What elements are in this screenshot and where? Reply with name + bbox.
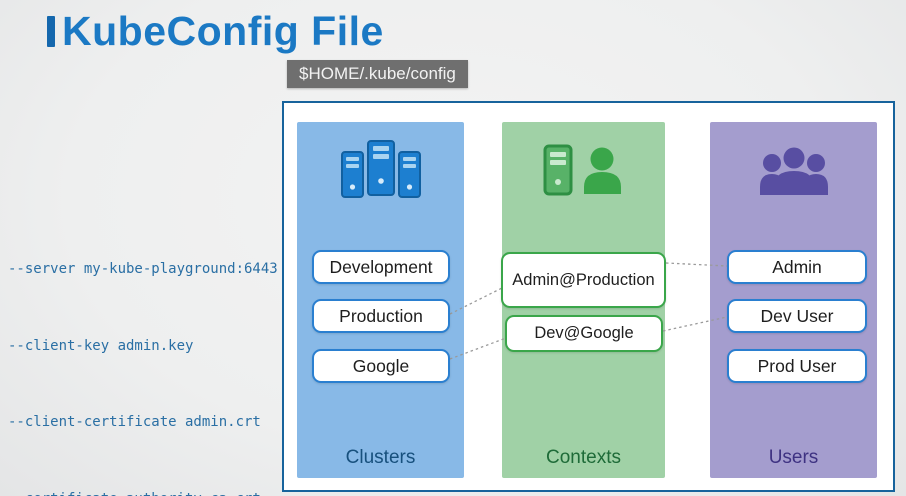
context-node-dev-google: Dev@Google [505,315,663,352]
users-column-label: Users [768,447,819,468]
cluster-node-development: Development [312,250,450,284]
cluster-node-google: Google [312,349,450,383]
clusters-column-label: Clusters [345,447,416,468]
cli-flag-client-certificate: --client-certificate admin.crt [8,414,261,430]
users-group-icon [710,146,877,198]
title-row: KubeConfig File [47,8,384,54]
cli-flags-block: --server my-kube-playground:6443 --clien… [8,206,278,496]
cli-flag-certificate-authority: --certificate-authority ca.crt [8,487,278,496]
title-accent-bar-icon [47,15,55,47]
user-node-admin: Admin [727,250,867,284]
user-node-dev-user: Dev User [727,299,867,333]
clusters-column: Clusters [297,122,464,478]
cli-flag-server: --server my-kube-playground:6443 [8,261,278,277]
cluster-node-production: Production [312,299,450,333]
page-title: KubeConfig File [62,8,384,54]
user-node-prod-user: Prod User [727,349,867,383]
kubeconfig-path-badge: $HOME/.kube/config [287,60,468,88]
server-cluster-icon [297,139,464,201]
contexts-column-label: Contexts [546,447,621,468]
server-user-icon [502,144,665,198]
context-node-admin-production: Admin@Production [501,252,666,308]
cli-flag-client-key: --client-key admin.key [8,337,194,354]
